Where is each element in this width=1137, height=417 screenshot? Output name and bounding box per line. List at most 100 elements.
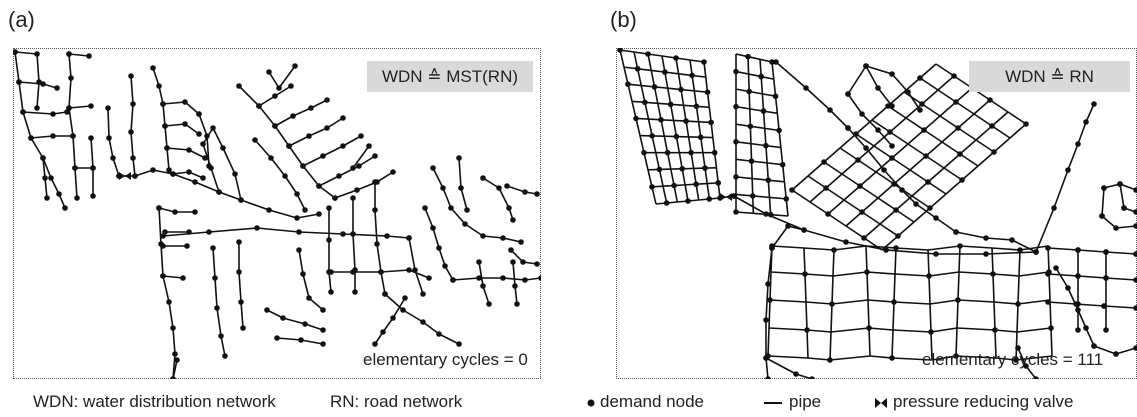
pipe (152, 169, 174, 175)
pipe (218, 191, 242, 201)
pipe (68, 53, 90, 57)
pipe (928, 271, 960, 277)
pipe (841, 173, 861, 187)
demand-node (928, 329, 934, 335)
demand-node (172, 351, 178, 357)
demand-node (286, 143, 292, 149)
pipe (107, 107, 110, 139)
demand-node (268, 155, 274, 161)
pipe (957, 113, 975, 129)
pipe (768, 299, 771, 329)
demand-node (883, 247, 889, 253)
pipe (943, 167, 963, 181)
demand-node (658, 116, 664, 123)
pipe (68, 53, 72, 79)
pipe (1017, 347, 1027, 367)
pipe (993, 301, 996, 331)
demand-node (765, 376, 771, 379)
demand-node (110, 155, 116, 161)
demand-node (899, 187, 905, 193)
demand-node (688, 149, 694, 156)
pipe (823, 161, 843, 175)
demand-node (733, 209, 739, 215)
pipe (1055, 267, 1069, 289)
demand-node (34, 51, 40, 57)
demand-node (921, 127, 927, 133)
pipe (931, 355, 957, 361)
pipe (238, 271, 242, 303)
demand-node (801, 227, 807, 233)
pipe (845, 211, 863, 227)
demand-node (422, 205, 428, 211)
pipe (919, 63, 937, 79)
demand-node (518, 239, 524, 245)
demand-node (288, 83, 294, 89)
demand-node (192, 209, 198, 215)
demand-node (617, 48, 623, 53)
demand-node (746, 88, 752, 95)
pipe (14, 51, 20, 83)
pipe (747, 56, 750, 75)
demand-node (917, 107, 923, 113)
pipe (839, 133, 857, 149)
demand-node (749, 193, 756, 199)
demand-node (715, 180, 722, 186)
demand-node (1083, 119, 1089, 125)
pipe (322, 145, 344, 157)
demand-node (128, 73, 134, 79)
pipe (512, 261, 516, 287)
pipe (991, 247, 1021, 251)
demand-node (1113, 225, 1119, 231)
pipe (929, 193, 947, 209)
pipe (765, 213, 805, 231)
pipe (865, 147, 885, 171)
pipe (772, 79, 777, 97)
demand-node (294, 215, 300, 221)
pipe (959, 139, 977, 155)
pipe (1048, 271, 1051, 301)
demand-node (166, 299, 172, 305)
demand-node (160, 273, 166, 279)
demand-node (430, 165, 436, 171)
pipe (733, 195, 767, 215)
pipe (168, 301, 174, 329)
pipe (973, 113, 993, 127)
demand-node (1103, 327, 1109, 333)
pipe (941, 141, 961, 155)
pipe (993, 301, 1019, 305)
pipe (803, 247, 806, 275)
pipe (889, 117, 907, 133)
demand-node (290, 113, 296, 119)
pipe (928, 275, 931, 305)
pipe (866, 271, 896, 275)
demand-node (783, 196, 790, 202)
demand-node (855, 157, 861, 163)
demand-node (802, 271, 808, 277)
pipe (830, 327, 870, 333)
pipe (166, 147, 170, 171)
pipe (803, 229, 847, 243)
pipe (937, 89, 957, 103)
pipe (214, 277, 218, 309)
demand-node (374, 241, 380, 247)
demand-node (776, 127, 782, 134)
demand-node (955, 125, 961, 131)
pipe (498, 187, 510, 209)
pipe (831, 299, 869, 305)
demand-node (68, 75, 74, 81)
demand-node (86, 53, 92, 59)
demand-node (1053, 265, 1059, 271)
pipe (919, 77, 939, 91)
pipe (376, 243, 382, 273)
pipe (514, 285, 518, 305)
pipe (627, 84, 633, 102)
demand-node (522, 277, 528, 283)
demand-node (150, 65, 156, 71)
pipe (643, 152, 649, 170)
demand-node (28, 135, 34, 141)
demand-node (200, 141, 206, 147)
pipe (216, 307, 222, 337)
pipe (386, 235, 410, 239)
demand-node (667, 101, 674, 108)
pipe (160, 243, 164, 277)
